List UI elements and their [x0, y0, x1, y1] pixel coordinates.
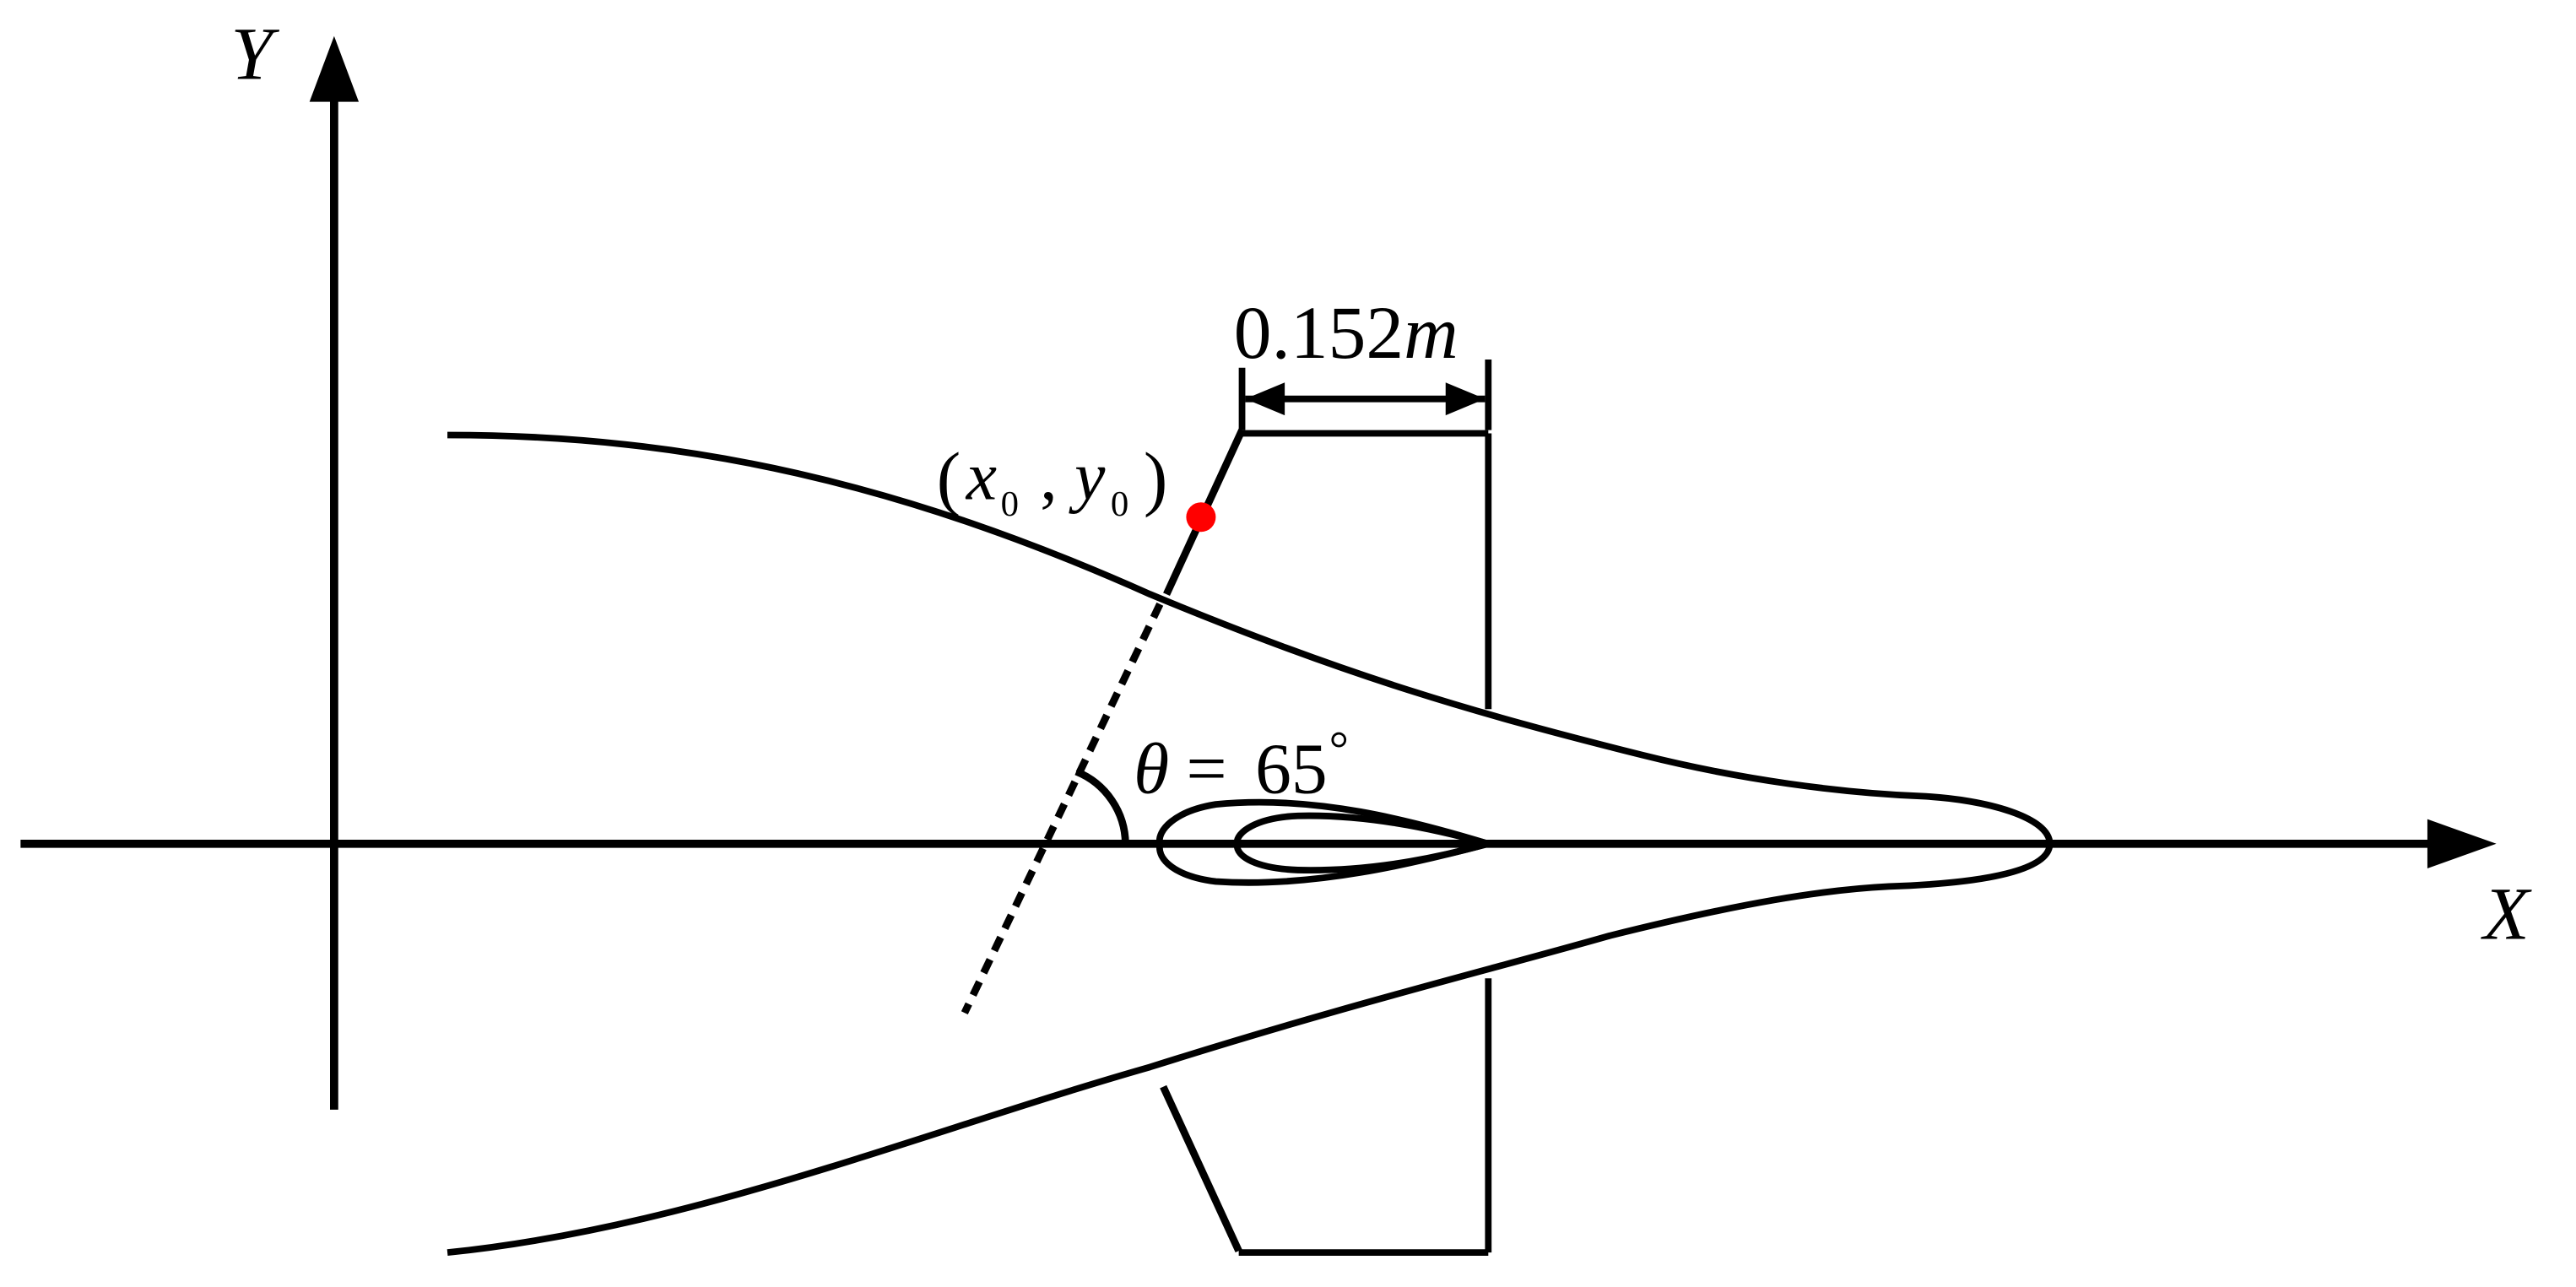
- airfoil-inner: [1233, 812, 1501, 874]
- airfoil-outer: [1155, 798, 1501, 886]
- y-axis-label: Y: [230, 12, 279, 95]
- x-axis-label: X: [2481, 873, 2532, 956]
- upper-body-outline: [447, 431, 2054, 845]
- dimension-unit: m: [1404, 291, 1458, 375]
- point-label: ( x 0 , y 0 ): [937, 437, 1168, 523]
- reference-point: [1186, 502, 1216, 533]
- dimension-marker: [1238, 359, 1492, 430]
- lower-wing: [1160, 978, 1492, 1257]
- x-axis-arrowhead: [2427, 819, 2497, 868]
- angle-degree: °: [1329, 721, 1349, 776]
- leading-edge-extension: [961, 602, 1164, 1015]
- angle-arc: [1074, 768, 1129, 844]
- angle-value: 65: [1255, 729, 1328, 809]
- point-open-paren: (: [937, 438, 961, 518]
- point-comma: ,: [1040, 437, 1057, 514]
- point-close-paren: ): [1144, 438, 1168, 518]
- point-y: y: [1069, 437, 1106, 514]
- angle-equals: =: [1186, 729, 1226, 809]
- angle-symbol: θ: [1134, 729, 1169, 809]
- point-y-sub: 0: [1111, 484, 1128, 524]
- point-x: x: [966, 437, 997, 514]
- point-x-sub: 0: [1001, 484, 1019, 524]
- lower-body-outline: [446, 843, 2054, 1257]
- y-axis-arrowhead: [309, 35, 360, 102]
- upper-wing: [1163, 428, 1492, 710]
- dimension-label: 0.152m: [1234, 291, 1458, 375]
- angle-label: θ = 65 °: [1134, 721, 1349, 808]
- dimension-value: 0.152: [1234, 291, 1404, 375]
